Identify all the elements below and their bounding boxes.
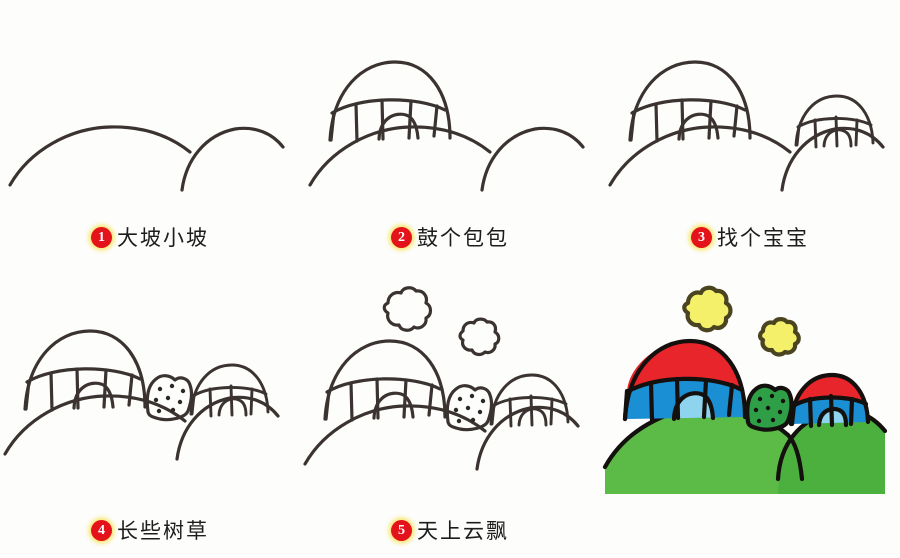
step-cell-6-colored (600, 279, 900, 558)
large-yurt (628, 60, 752, 143)
large-hill-curve (8, 125, 192, 187)
step-5-caption: 5 天上云飘 (391, 510, 509, 550)
step-1-drawing (8, 125, 285, 192)
bush-tree-colored (745, 383, 794, 432)
small-hill-curve (180, 126, 285, 192)
final-colored-drawing (602, 285, 888, 494)
large-hill-curve (303, 404, 487, 466)
step-number-badge: 2 (391, 226, 412, 248)
step-cell-3: 3 找个宝宝 (600, 0, 900, 279)
step-number-badge: 3 (691, 226, 712, 248)
step-cell-5: 5 天上云飘 (300, 279, 600, 558)
step-caption-text: 大坡小坡 (117, 226, 209, 250)
bush-tree (445, 384, 494, 432)
step-caption-text: 天上云飘 (417, 519, 509, 543)
step-number-badge: 1 (91, 226, 112, 248)
step-cell-4: 4 长些树草 (0, 279, 300, 558)
step-4-caption: 4 长些树草 (91, 510, 209, 550)
small-yurt (794, 94, 875, 149)
step-5-drawing (303, 286, 580, 471)
cloud-big-yellow (682, 285, 733, 333)
step-2-caption: 2 鼓个包包 (391, 217, 509, 257)
large-yurt (23, 329, 147, 412)
step-caption-text: 找个宝宝 (717, 226, 809, 250)
step-number-badge: 5 (391, 519, 412, 541)
large-yurt (328, 60, 452, 143)
bush-tree (145, 374, 194, 422)
step-4-drawing (3, 329, 280, 461)
large-hill-curve (3, 394, 187, 456)
large-hill-curve (608, 125, 792, 187)
cloud-big (382, 286, 433, 332)
step-3-caption: 3 找个宝宝 (691, 217, 809, 257)
cloud-small-yellow (757, 317, 801, 357)
step-3-drawing (608, 60, 885, 192)
step-caption-text: 长些树草 (117, 519, 209, 543)
cloud-small (458, 317, 501, 357)
step-2-drawing (308, 60, 585, 192)
large-yurt (323, 339, 447, 422)
small-yurt-colored (788, 372, 871, 429)
large-yurt-colored (622, 338, 748, 423)
step-number-badge: 4 (91, 519, 112, 541)
small-yurt (189, 363, 270, 418)
step-caption-text: 鼓个包包 (417, 226, 509, 250)
step-cell-2: 2 鼓个包包 (300, 0, 600, 279)
step-1-caption: 1 大坡小坡 (91, 217, 209, 257)
large-hill-curve (308, 125, 492, 187)
small-hill-curve (480, 126, 585, 192)
step-cell-1: 1 大坡小坡 (0, 0, 300, 279)
small-yurt (489, 373, 570, 428)
